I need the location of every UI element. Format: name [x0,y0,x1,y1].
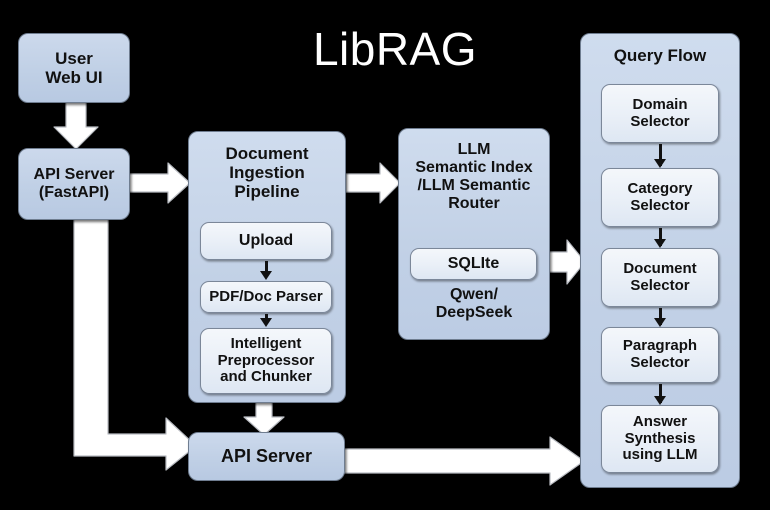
node-pdf-doc-parser[interactable]: PDF/Doc Parser [200,281,332,313]
node-answer-synthesis-using-llm-label: Answer Synthesis using LLM [622,412,698,464]
node-document-selector-label: Document Selector [623,259,697,294]
panel-llm-semantic-index: LLM Semantic Index /LLM Semantic Router [398,128,550,340]
node-api-server-fastapi[interactable]: API Server (FastAPI) [18,148,130,220]
node-document-selector[interactable]: Document Selector [601,248,719,307]
node-sqlite[interactable]: SQLIte [410,248,537,280]
node-domain-selector-label: Domain Selector [630,95,690,130]
arrow-ingestion-to-apiserver-bottom [243,401,287,437]
node-upload[interactable]: Upload [200,222,332,260]
node-paragraph-selector[interactable]: Paragraph Selector [601,327,719,383]
panel-llm-title: LLM Semantic Index /LLM Semantic Router [415,141,533,212]
node-intelligent-preprocessor-and-chunker[interactable]: Intelligent Preprocessor and Chunker [200,328,332,394]
node-domain-selector[interactable]: Domain Selector [601,84,719,143]
node-api-server-fastapi-label: API Server (FastAPI) [33,166,115,201]
node-api-server-bottom-label: API Server [220,446,313,467]
arrow-llm-to-queryflow [549,238,587,286]
arrow-apiserver-to-ingestion [128,162,192,204]
arrow-apiserver-bottom-to-queryflow [344,436,586,486]
node-api-server-bottom[interactable]: API Server [188,432,345,481]
node-category-selector-label: Category Selector [627,179,693,214]
node-paragraph-selector-label: Paragraph Selector [622,337,698,371]
node-intelligent-preprocessor-and-chunker-label: Intelligent Preprocessor and Chunker [217,334,315,386]
node-sqlite-label: SQLIte [447,255,500,273]
page-title: LibRAG [312,23,478,75]
arrow-userwebui-to-apiserver [52,101,100,151]
node-answer-synthesis-using-llm[interactable]: Answer Synthesis using LLM [601,405,719,473]
panel-queryflow-title: Query Flow [613,46,707,65]
node-upload-label: Upload [238,232,294,250]
node-category-selector[interactable]: Category Selector [601,168,719,227]
node-pdf-doc-parser-label: PDF/Doc Parser [209,287,323,305]
panel-ingestion-title: Document Ingestion Pipeline [225,144,309,202]
llm-models-label: Qwen/ DeepSeek [435,286,513,321]
node-user-web-ui[interactable]: User Web UI [18,33,130,103]
node-user-web-ui-label: User Web UI [45,48,103,87]
arrow-apiserver-elbow-to-apiserver-bottom [56,218,201,472]
arrow-ingestion-to-llm [346,162,402,204]
